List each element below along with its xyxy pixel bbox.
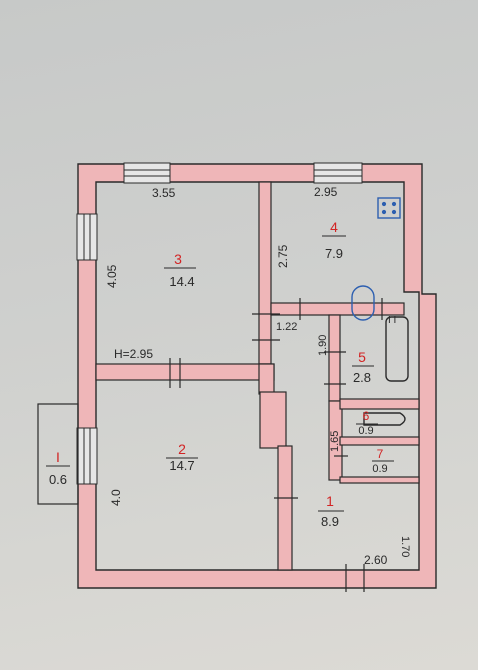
room-7-number: 7 (377, 447, 384, 461)
bathtub-icon (385, 316, 409, 382)
balcony-outline (37, 403, 79, 505)
room-1-area: 8.9 (321, 514, 339, 529)
number-underlines (46, 235, 394, 512)
room-5-area: 2.8 (353, 370, 371, 385)
room-5-number: 5 (358, 349, 366, 365)
room-2-number: 2 (178, 441, 186, 457)
dim-room3-depth: 4.05 (105, 264, 119, 288)
room-6-number: 6 (363, 409, 370, 423)
stove-icon (377, 197, 401, 219)
room-areas: 14.4 7.9 14.7 8.9 2.8 0.9 0.9 0.6 (49, 246, 388, 529)
dim-hall-depth: 1.70 (399, 536, 411, 557)
dim-room3-width: 3.55 (152, 186, 176, 200)
sink-icon (351, 285, 375, 321)
dim-room2-depth: 4.0 (109, 489, 123, 506)
dim-bath-depth: 1.90 (317, 335, 329, 356)
dim-room4-depth: 2.75 (276, 244, 290, 268)
bathtub-label: I I (388, 315, 396, 326)
room-7-area: 0.9 (372, 463, 387, 475)
balcony-number: I (56, 449, 60, 465)
room-numbers: 3 4 2 1 5 6 7 I (56, 219, 384, 509)
interior-walls (95, 181, 420, 571)
balcony-area: 0.6 (49, 472, 67, 487)
dim-room4-width: 2.95 (314, 185, 338, 199)
fixtures (351, 197, 409, 426)
room-4-number: 4 (330, 219, 338, 235)
room-3-number: 3 (174, 251, 182, 267)
room-1-number: 1 (326, 493, 334, 509)
dim-small-width: 1.22 (276, 321, 297, 333)
dimension-labels: H=2.95 3.55 2.95 2.60 1.22 I I 4.05 2.75… (105, 185, 411, 567)
dim-hall-width: 2.60 (364, 553, 388, 567)
room-6-area: 0.9 (358, 425, 373, 437)
toilet-icon (363, 412, 406, 426)
ceiling-height: H=2.95 (114, 347, 153, 361)
room-4-area: 7.9 (325, 246, 343, 261)
room-2-area: 14.7 (169, 458, 194, 473)
room-3-area: 14.4 (169, 274, 194, 289)
windows (76, 162, 363, 485)
exterior-walls (77, 163, 437, 589)
door-marks (169, 298, 383, 592)
dim-wc-depth: 1.65 (329, 431, 341, 452)
